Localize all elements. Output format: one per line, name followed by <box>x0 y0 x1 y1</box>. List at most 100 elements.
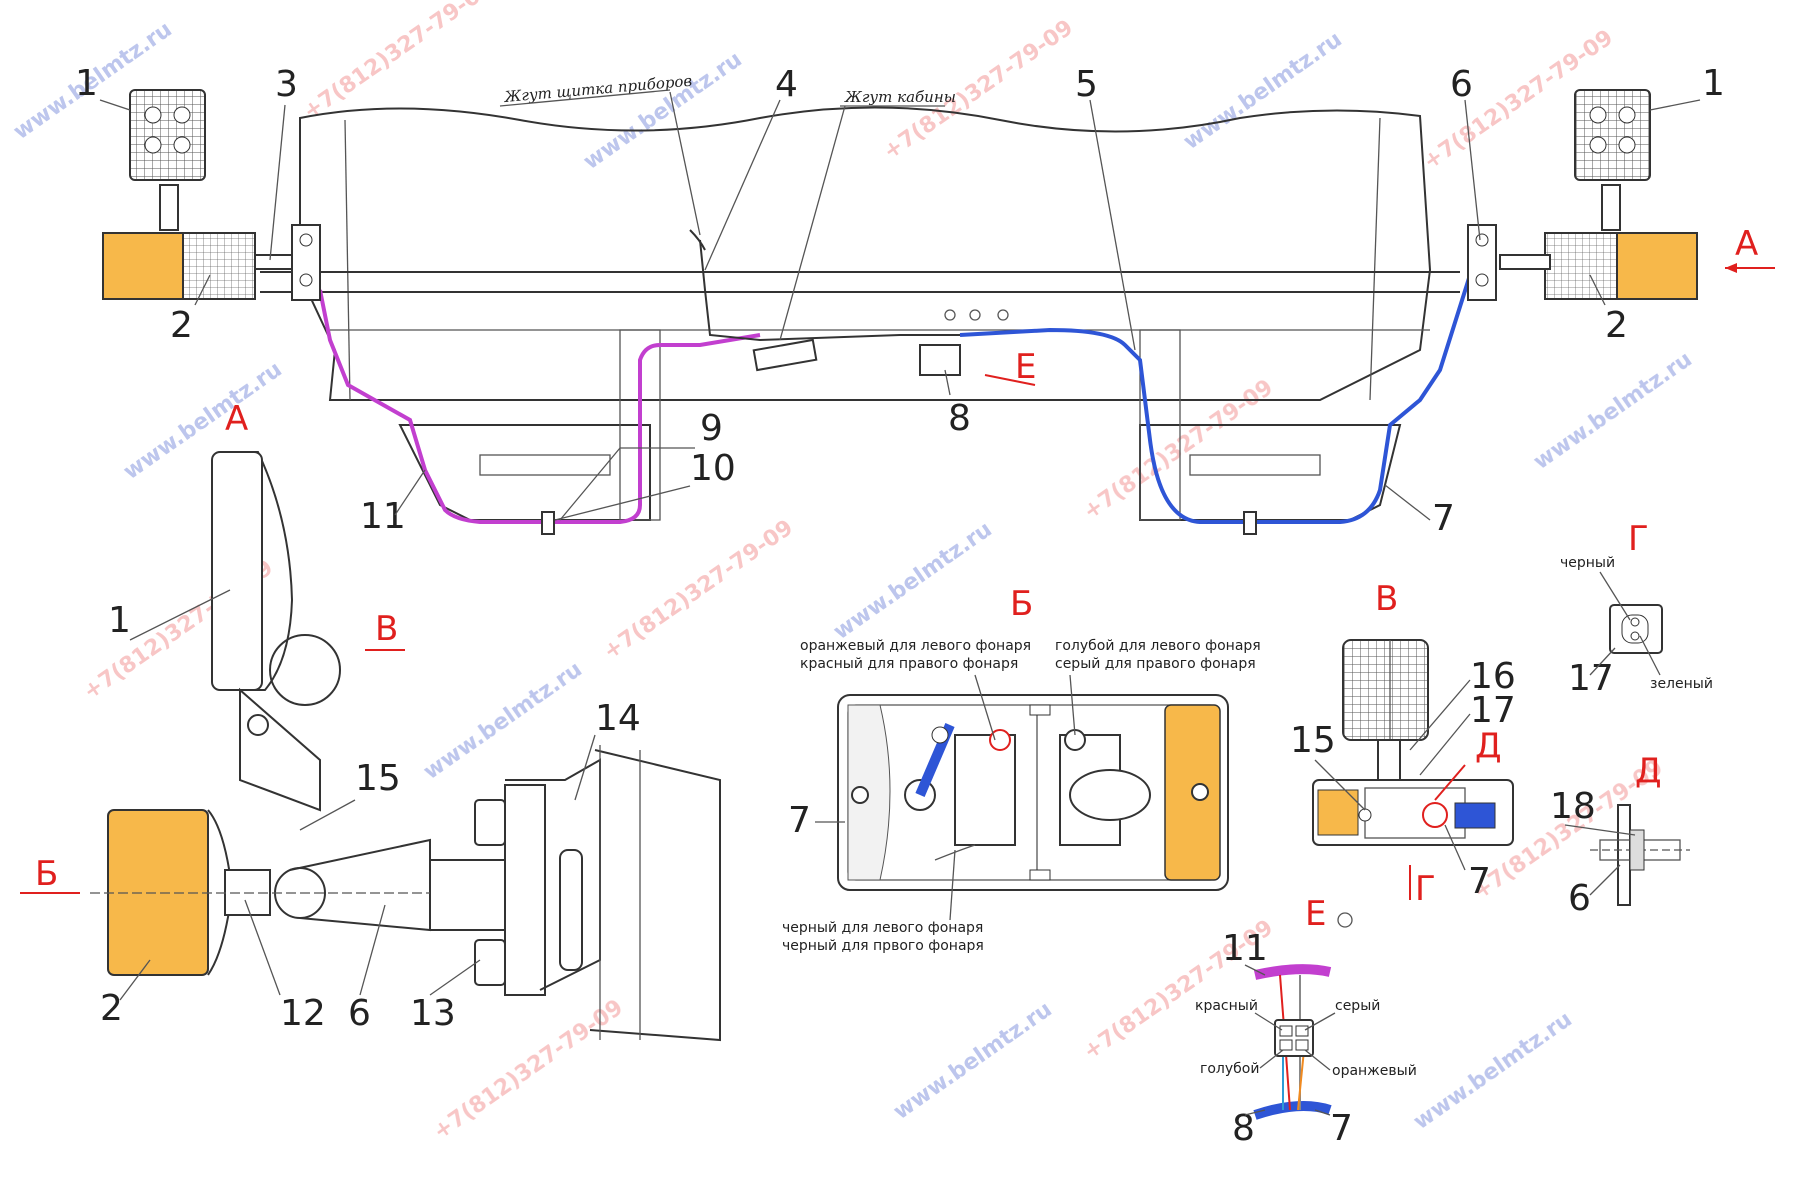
cab-pillar-left <box>344 119 351 401</box>
callout-4: 4 <box>775 64 798 105</box>
wire-note-red-right: красный для правого фонаря <box>800 656 1018 672</box>
callout-15: 15 <box>355 758 401 799</box>
wire-note-orange-left: оранжевый для левого фонаря <box>800 638 1031 654</box>
wire-note-black-left: черный для левого фонаря <box>782 920 983 936</box>
lamp-bracket <box>239 687 321 812</box>
label-view-G: Г <box>1628 519 1649 559</box>
panel-hole <box>969 309 981 321</box>
cab-harness-end <box>752 338 818 372</box>
arrow-head <box>1725 263 1737 273</box>
label-view-E: Е <box>1305 894 1326 934</box>
lamp-housing <box>837 694 1229 891</box>
panel-hole <box>997 309 1009 321</box>
cab-rear-view <box>260 106 1460 521</box>
wire-note-black-right: черный для првого фонаря <box>782 938 984 954</box>
e-gray-label: серый <box>1335 998 1380 1014</box>
position-light-left <box>182 232 256 300</box>
label-view-D: Д <box>1635 751 1662 791</box>
watermark-site: www.belmtz.ru <box>829 517 997 645</box>
callout-9: 9 <box>700 408 723 449</box>
work-light-side <box>211 451 263 691</box>
connector-17-view <box>1609 604 1663 654</box>
callout-7: 7 <box>788 800 811 841</box>
wire-note-gray-right: серый для правого фонаря <box>1055 656 1256 672</box>
watermark-phone: +7(812)327-79-09 <box>599 515 798 665</box>
callout-8: 8 <box>948 398 971 439</box>
turn-signal-orange-right <box>1616 232 1698 300</box>
cab-outline <box>299 106 1432 401</box>
watermark-site: www.belmtz.ru <box>419 657 587 785</box>
callout-11: 11 <box>360 496 406 537</box>
label-A-arrow: А <box>1735 224 1758 264</box>
callout-10: 10 <box>690 448 736 489</box>
callout-13: 13 <box>410 993 456 1034</box>
view-v-lamp <box>1312 639 1514 846</box>
watermark-phone: +7(812)327-79-09 <box>429 995 628 1145</box>
position-light-right <box>1544 232 1618 300</box>
left-bracket <box>619 329 661 521</box>
cab-harness-label: Жгут кабины <box>844 88 956 106</box>
callout-14: 14 <box>595 698 641 739</box>
watermark-site: www.belmtz.ru <box>1409 1007 1577 1135</box>
watermark-site: www.belmtz.ru <box>889 997 1057 1125</box>
label-E-arrow: Е <box>1015 347 1036 387</box>
panel-hole <box>944 309 956 321</box>
e-red-label: красный <box>1195 998 1258 1014</box>
watermark-site: www.belmtz.ru <box>1529 347 1697 475</box>
dashboard-harness-end <box>689 229 706 251</box>
callout-3: 3 <box>275 64 298 105</box>
label-G-arrow: Г <box>1415 869 1436 909</box>
callout-6: 6 <box>348 993 371 1034</box>
callout-11: 11 <box>1222 928 1268 969</box>
e-blue-label: голубой <box>1200 1061 1259 1077</box>
blue-harness-right <box>959 274 1472 524</box>
callout-6: 6 <box>1568 878 1591 919</box>
right-lower-inner <box>1189 454 1321 476</box>
wire-note-blue-left: голубой для левого фонаря <box>1055 638 1261 654</box>
cab-pillar-right <box>1369 117 1381 401</box>
label-D-arrow: Д <box>1475 726 1502 766</box>
magenta-harness-left <box>318 289 761 524</box>
view-a-detail <box>90 451 721 1042</box>
label-view-A: А <box>225 399 248 439</box>
left-lower-inner <box>479 454 611 476</box>
label-V-arrow: В <box>375 609 398 649</box>
callout-6: 6 <box>1450 64 1473 105</box>
callout-15: 15 <box>1290 720 1336 761</box>
callout-16: 16 <box>1470 656 1516 697</box>
callout-8: 8 <box>1232 1108 1255 1149</box>
callout-18: 18 <box>1550 786 1596 827</box>
callout-2: 2 <box>100 988 123 1029</box>
central-wiring <box>699 239 960 342</box>
g-black-label: черный <box>1560 555 1615 571</box>
work-light-1-left <box>129 89 206 181</box>
left-lamp-top <box>102 89 321 301</box>
label-view-V: В <box>1375 579 1398 619</box>
view-b-lamp <box>837 694 1229 891</box>
right-lamp-top <box>1467 89 1698 301</box>
connector-8 <box>919 344 961 376</box>
watermark-site: www.belmtz.ru <box>579 47 747 175</box>
right-bracket <box>1139 329 1181 521</box>
watermark-phone: +7(812)327-79-09 <box>299 0 498 125</box>
callout-2: 2 <box>1605 305 1628 346</box>
work-light-1-right <box>1574 89 1651 181</box>
callout-17: 17 <box>1470 690 1516 731</box>
grommet-view <box>1590 804 1690 906</box>
callout-1: 1 <box>75 63 98 104</box>
clip-10 <box>541 511 555 535</box>
callout-7: 7 <box>1432 498 1455 539</box>
callout-7: 7 <box>1330 1108 1353 1149</box>
turn-signal-orange-left <box>102 232 184 300</box>
callout-7: 7 <box>1468 861 1491 902</box>
callout-5: 5 <box>1075 64 1098 105</box>
e-orange-label: оранжевый <box>1332 1063 1417 1079</box>
callout-2: 2 <box>170 305 193 346</box>
clip-right <box>1243 511 1257 535</box>
label-B-arrow: Б <box>35 854 58 894</box>
view-e-connector <box>1253 964 1332 1120</box>
watermark-phone: +7(812)327-79-09 <box>1079 375 1278 525</box>
view-arrow-e <box>984 374 1036 386</box>
callout-1: 1 <box>1702 63 1725 104</box>
